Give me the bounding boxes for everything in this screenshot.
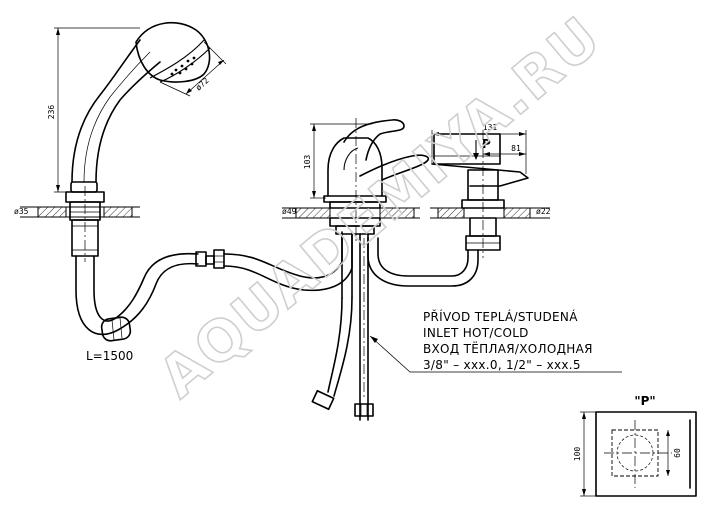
view-marker-p: P (482, 137, 491, 151)
dim-hole-center: ø49 (282, 207, 297, 216)
dimension-236: 236 (47, 27, 140, 193)
dim-shower-length: 236 (47, 105, 56, 120)
note-line-2: INLET HOT/COLD (423, 326, 529, 340)
inlet-note: PŘÍVOD TEPLÁ/STUDENÁ INLET HOT/COLD ВХОД… (369, 309, 622, 373)
detail-view-p: "P" 100 60 (573, 394, 697, 497)
detail-title: "P" (634, 394, 655, 408)
shower-hose: L=1500 (75, 231, 353, 363)
dim-detail-inner: 60 (673, 448, 682, 458)
right-diverter: ø22 (430, 130, 551, 258)
center-mixer: ø49 (282, 118, 430, 244)
left-deck-mount: ø35 (14, 186, 140, 262)
diverter-hose (367, 237, 479, 287)
dim-lever-width: 131 (483, 123, 498, 132)
note-line-3: ВХОД ТЁПЛАЯ/ХОЛОДНАЯ (423, 341, 593, 356)
dim-hole-left: ø35 (14, 207, 29, 216)
hose-length-label: L=1500 (86, 349, 133, 363)
note-line-1: PŘÍVOD TEPLÁ/STUDENÁ (423, 309, 578, 324)
dim-lever-offset: 81 (511, 144, 521, 153)
dimension-103: 103 (303, 123, 372, 199)
dimension-131-81: 131 81 P (431, 123, 527, 174)
supply-pipes (311, 233, 374, 421)
dim-detail-height: 100 (573, 447, 582, 462)
note-line-4: 3/8" – xxx.0, 1/2" – xxx.5 (423, 358, 581, 372)
dim-mixer-height: 103 (303, 155, 312, 170)
dim-hole-right: ø22 (536, 207, 551, 216)
shower-head (70, 22, 211, 193)
